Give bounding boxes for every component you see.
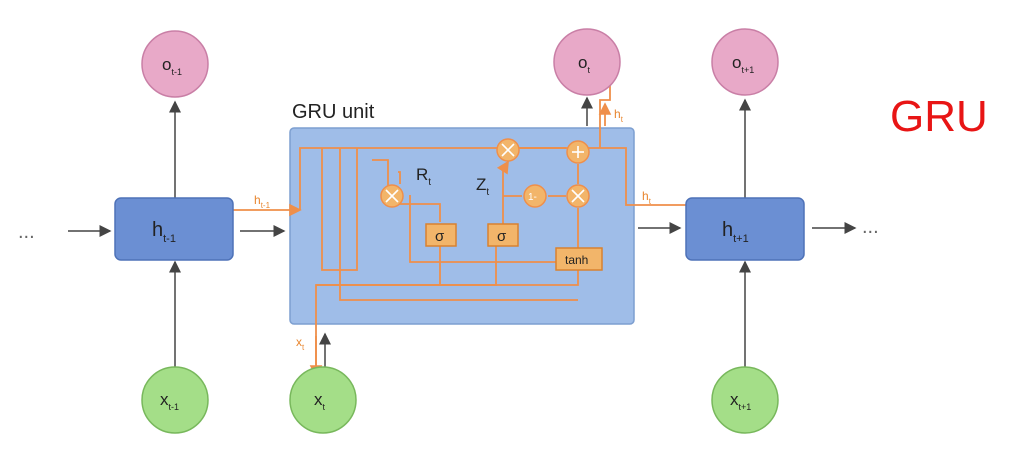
output-node-prev: [141, 30, 209, 98]
tanh-label: tanh: [565, 253, 588, 267]
hidden-state-next-label: ht+1: [722, 219, 749, 245]
output-node-next: [711, 28, 779, 96]
reset-gate-label: Rt: [416, 165, 431, 188]
x-in-path-label: xt: [296, 335, 305, 352]
diagram-title: GRU: [890, 92, 988, 141]
path-h-rail-left: [339, 148, 578, 301]
input-node-cur-label: xt: [314, 390, 326, 412]
hidden-state-prev-label: ht-1: [152, 219, 176, 245]
sigma-R-box: [425, 223, 457, 247]
path-h-top: [299, 147, 702, 212]
path-mult-R-out: [398, 171, 401, 184]
output-node-cur-label: ot: [578, 53, 590, 75]
sigma-Z-box: [487, 223, 519, 247]
path-R-to-sigma: [372, 159, 389, 194]
input-node-cur: [289, 366, 357, 434]
path-R-mult-to-tanh: [409, 195, 558, 263]
ellipsis-left: ...: [18, 221, 35, 243]
tanh-box: [555, 247, 603, 271]
input-node-next-label: xt+1: [730, 390, 751, 412]
input-node-prev: [141, 366, 209, 434]
path-x-to-sigma-Z: [440, 246, 497, 286]
hidden-state-prev: [114, 197, 234, 261]
h-in-path-label: ht-1: [254, 193, 271, 210]
h-out-path-label: ht: [642, 189, 652, 206]
output-node-next-label: ot+1: [732, 53, 754, 75]
gru-unit-label: GRU unit: [292, 101, 375, 123]
input-node-prev-label: xt-1: [160, 390, 179, 412]
hidden-state-next: [685, 197, 805, 261]
sigma-R-label: σ: [435, 228, 445, 245]
input-node-next: [711, 366, 779, 434]
output-node-prev-label: ot-1: [162, 55, 182, 77]
update-gate-label: Zt: [476, 175, 489, 198]
gru-unit-box: [289, 127, 635, 325]
ellipsis-right: ...: [862, 216, 879, 238]
h-up-path-label: ht: [614, 107, 624, 124]
output-node-cur: [553, 28, 621, 96]
sigma-Z-label: σ: [497, 228, 507, 245]
one-minus-label: 1-: [528, 192, 537, 203]
one-minus-gate: [523, 184, 547, 208]
path-sigma-Z-up: [496, 160, 509, 226]
